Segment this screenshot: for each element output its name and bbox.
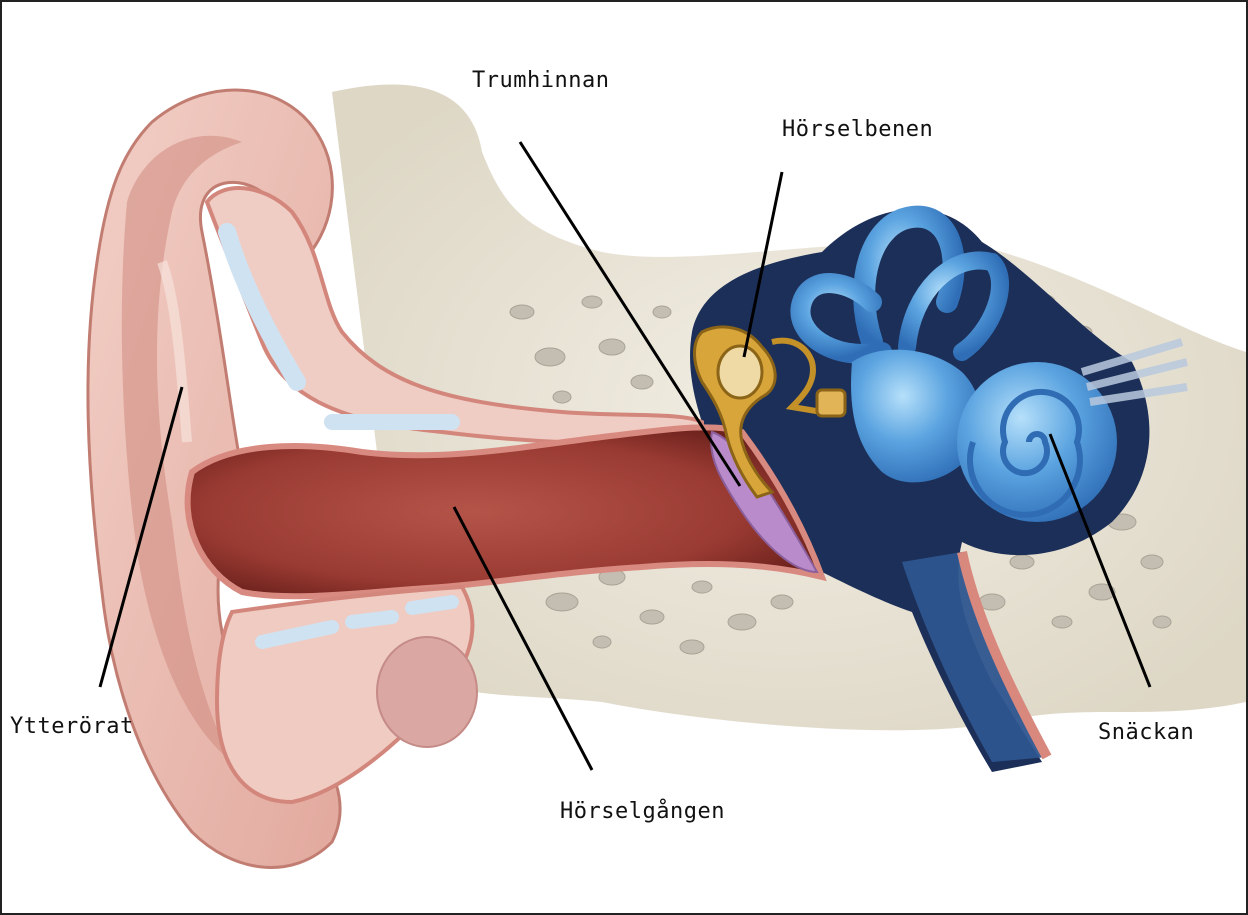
- label-ossicles: Hörselbenen: [782, 117, 933, 142]
- label-cochlea: Snäckan: [1098, 720, 1194, 745]
- label-ear-drum: Trumhinnan: [472, 68, 609, 93]
- label-ear-canal: Hörselgången: [560, 799, 725, 824]
- label-outer-ear: Ytterörat: [10, 714, 134, 739]
- earlobe-gland: [377, 637, 477, 747]
